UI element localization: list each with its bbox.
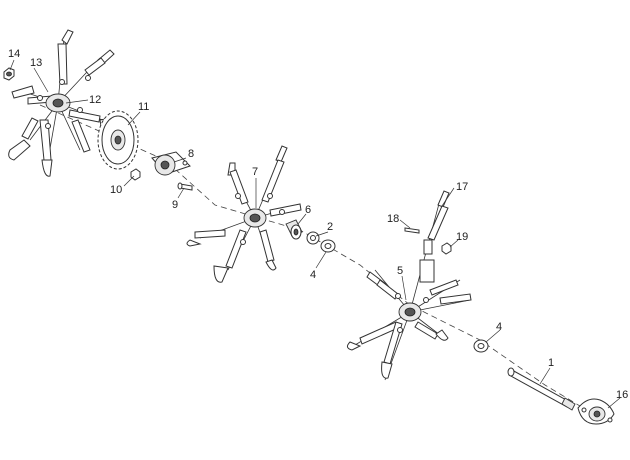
part-1-shaft bbox=[507, 367, 576, 411]
callout-4-upper: 4 bbox=[310, 269, 316, 281]
callout-16: 16 bbox=[616, 389, 628, 401]
callout-11: 11 bbox=[138, 101, 149, 113]
part-4-washer-upper bbox=[320, 239, 336, 253]
part-14-nut bbox=[3, 67, 15, 81]
tine-rotor-middle bbox=[186, 145, 302, 283]
part-16-flange-bearing bbox=[577, 398, 615, 425]
part-19-nut bbox=[441, 242, 452, 255]
callout-10: 10 bbox=[110, 184, 122, 196]
callout-17: 17 bbox=[456, 181, 468, 193]
part-2-spacer bbox=[306, 231, 320, 245]
callout-7: 7 bbox=[252, 166, 258, 178]
part-18-pin bbox=[404, 227, 420, 234]
callout-8: 8 bbox=[188, 148, 194, 160]
tine-rotor-left bbox=[8, 29, 124, 177]
callout-12: 12 bbox=[89, 94, 101, 106]
callout-4-lower: 4 bbox=[496, 321, 502, 333]
part-9-bolt bbox=[177, 182, 193, 191]
callout-14: 14 bbox=[8, 48, 20, 60]
callout-19: 19 bbox=[456, 231, 468, 243]
callout-1: 1 bbox=[548, 357, 554, 369]
leader-lines bbox=[9, 59, 621, 409]
callout-2: 2 bbox=[327, 221, 333, 233]
callout-13: 13 bbox=[30, 57, 42, 69]
part-8-bearing bbox=[151, 151, 191, 176]
callout-9: 9 bbox=[172, 199, 178, 211]
callout-5: 5 bbox=[397, 265, 403, 277]
callout-18: 18 bbox=[387, 213, 399, 225]
part-11-sprocket bbox=[97, 110, 139, 170]
assembly-axis bbox=[39, 104, 591, 413]
tine-rotor-right bbox=[346, 190, 472, 381]
part-4-washer-lower bbox=[473, 339, 489, 353]
callout-labels: 14 13 12 11 10 9 8 7 6 2 4 17 18 19 5 4 … bbox=[8, 48, 628, 401]
part-10-nut bbox=[130, 168, 141, 181]
part-6-bushing bbox=[285, 219, 303, 240]
callout-6: 6 bbox=[305, 204, 311, 216]
